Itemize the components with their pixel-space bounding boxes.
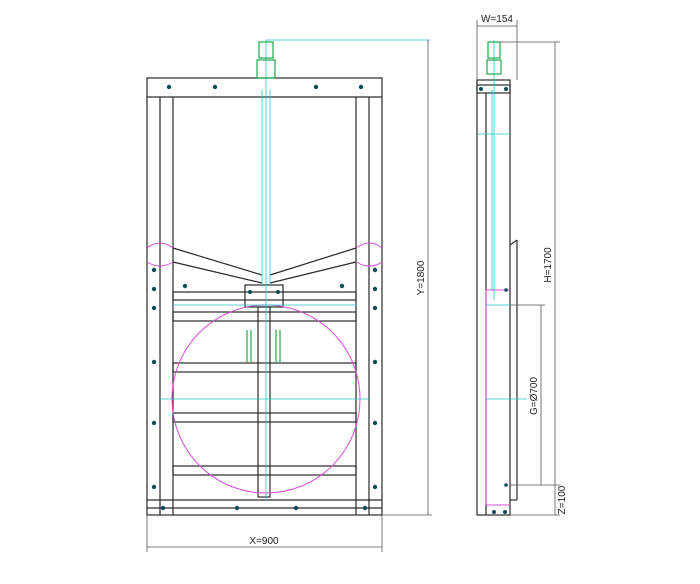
brace-right-top xyxy=(269,247,357,276)
stem-nut-block xyxy=(244,284,284,308)
side-top-block xyxy=(476,79,511,94)
brace-left-bottom xyxy=(172,261,263,284)
bolt xyxy=(182,283,188,289)
bolt xyxy=(166,84,172,90)
bolt xyxy=(151,359,157,365)
bolt xyxy=(212,84,218,90)
bolt xyxy=(160,505,166,511)
bolt xyxy=(276,290,280,294)
bolt xyxy=(372,267,378,273)
bolt xyxy=(372,484,378,490)
side-centerlines xyxy=(478,40,527,400)
bolt xyxy=(362,505,368,511)
side-stem xyxy=(486,41,502,75)
bolt xyxy=(151,267,157,273)
side-dimensions xyxy=(476,20,560,516)
stem-top-cap xyxy=(258,41,274,59)
side-wedge-line xyxy=(509,239,518,246)
side-stem-cap xyxy=(487,41,501,59)
stiffener-5 xyxy=(172,465,357,476)
front-opening xyxy=(146,242,383,494)
flange-right xyxy=(355,242,383,267)
dim-x-label: X=900 xyxy=(249,536,279,547)
bolt xyxy=(248,290,252,294)
front-bolts xyxy=(151,84,378,511)
brace-left-top xyxy=(172,247,263,276)
front-stem xyxy=(246,41,281,362)
bolt xyxy=(151,286,157,292)
bolt xyxy=(339,283,345,289)
bolt xyxy=(503,510,507,514)
bolt xyxy=(151,420,157,426)
side-seal xyxy=(485,289,510,506)
stem-top-nut xyxy=(256,59,276,79)
bolt xyxy=(372,420,378,426)
side-bolts xyxy=(479,87,508,514)
dim-y-label: Y=1800 xyxy=(416,260,427,295)
outer-frame xyxy=(146,77,383,516)
side-body xyxy=(476,84,511,516)
bolt xyxy=(504,483,508,487)
brace-right-bottom xyxy=(269,261,357,284)
front-dimensions xyxy=(146,40,432,552)
bolt xyxy=(504,87,508,91)
bolt xyxy=(479,87,483,91)
bolt xyxy=(293,505,299,511)
dim-w-label: W=154 xyxy=(481,14,513,25)
dim-h-label: H=1700 xyxy=(543,247,554,283)
bolt xyxy=(372,359,378,365)
front-centerlines xyxy=(160,39,430,500)
bolt xyxy=(358,84,364,90)
bolt xyxy=(372,305,378,311)
bolt xyxy=(234,505,240,511)
bolt xyxy=(492,510,496,514)
bolt xyxy=(151,305,157,311)
dim-g-label: G=Ø700 xyxy=(529,377,540,416)
bolt xyxy=(151,484,157,490)
bolt xyxy=(313,84,319,90)
bolt xyxy=(504,288,508,292)
flange-left xyxy=(146,242,174,267)
dim-z-label: Z=100 xyxy=(557,485,568,514)
bolt xyxy=(372,286,378,292)
front-view xyxy=(146,77,383,516)
side-view xyxy=(476,79,518,516)
stiffener-4 xyxy=(172,412,357,423)
side-stem-nut xyxy=(486,59,502,75)
stiffener-1 xyxy=(172,291,357,301)
stem-lower xyxy=(257,306,271,498)
stiffener-3 xyxy=(172,362,357,373)
stiffener-2 xyxy=(172,311,357,322)
